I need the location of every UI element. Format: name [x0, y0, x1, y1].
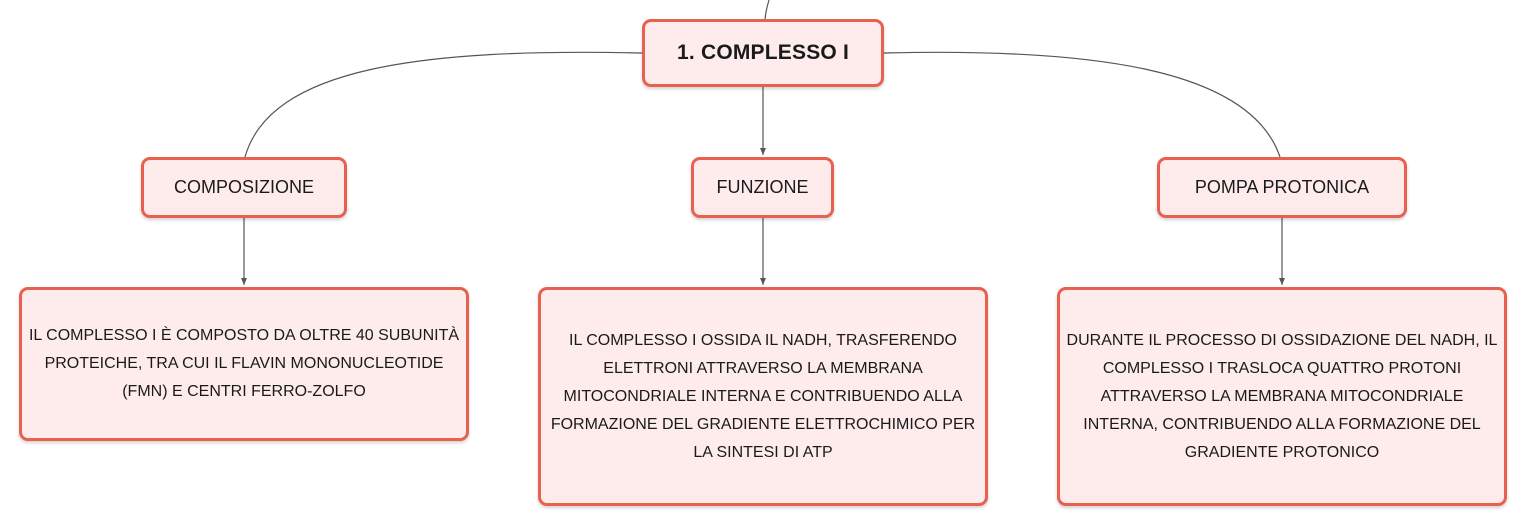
topic-node-pompa-protonica[interactable]: POMPA PROTONICA — [1157, 157, 1407, 218]
topic-label-pompa-protonica: POMPA PROTONICA — [1194, 177, 1370, 197]
description-node-pompa-protonica[interactable]: DURANTE IL PROCESSO DI OSSIDAZIONE DEL N… — [1057, 287, 1507, 506]
connector-root-to-composizione — [244, 51, 643, 158]
description-text-composizione: IL COMPLESSO I È COMPOSTO DA OLTRE 40 SU… — [28, 327, 460, 400]
root-topic-label: 1. COMPLESSO I — [677, 41, 849, 64]
topic-node-composizione[interactable]: COMPOSIZIONE — [141, 157, 347, 218]
description-node-composizione[interactable]: IL COMPLESSO I È COMPOSTO DA OLTRE 40 SU… — [19, 287, 469, 441]
topic-label-composizione: COMPOSIZIONE — [173, 177, 314, 197]
root-topic-node[interactable]: 1. COMPLESSO I — [642, 19, 884, 87]
incoming-connector — [764, 0, 770, 20]
description-text-funzione: IL COMPLESSO I OSSIDA IL NADH, TRASFEREN… — [550, 331, 976, 461]
description-text-pompa-protonica: DURANTE IL PROCESSO DI OSSIDAZIONE DEL N… — [1066, 331, 1498, 461]
topic-label-funzione: FUNZIONE — [716, 177, 809, 197]
connector-root-to-pompa-protonica — [883, 51, 1281, 158]
topic-node-funzione[interactable]: FUNZIONE — [691, 157, 834, 218]
description-node-funzione[interactable]: IL COMPLESSO I OSSIDA IL NADH, TRASFEREN… — [538, 287, 988, 506]
